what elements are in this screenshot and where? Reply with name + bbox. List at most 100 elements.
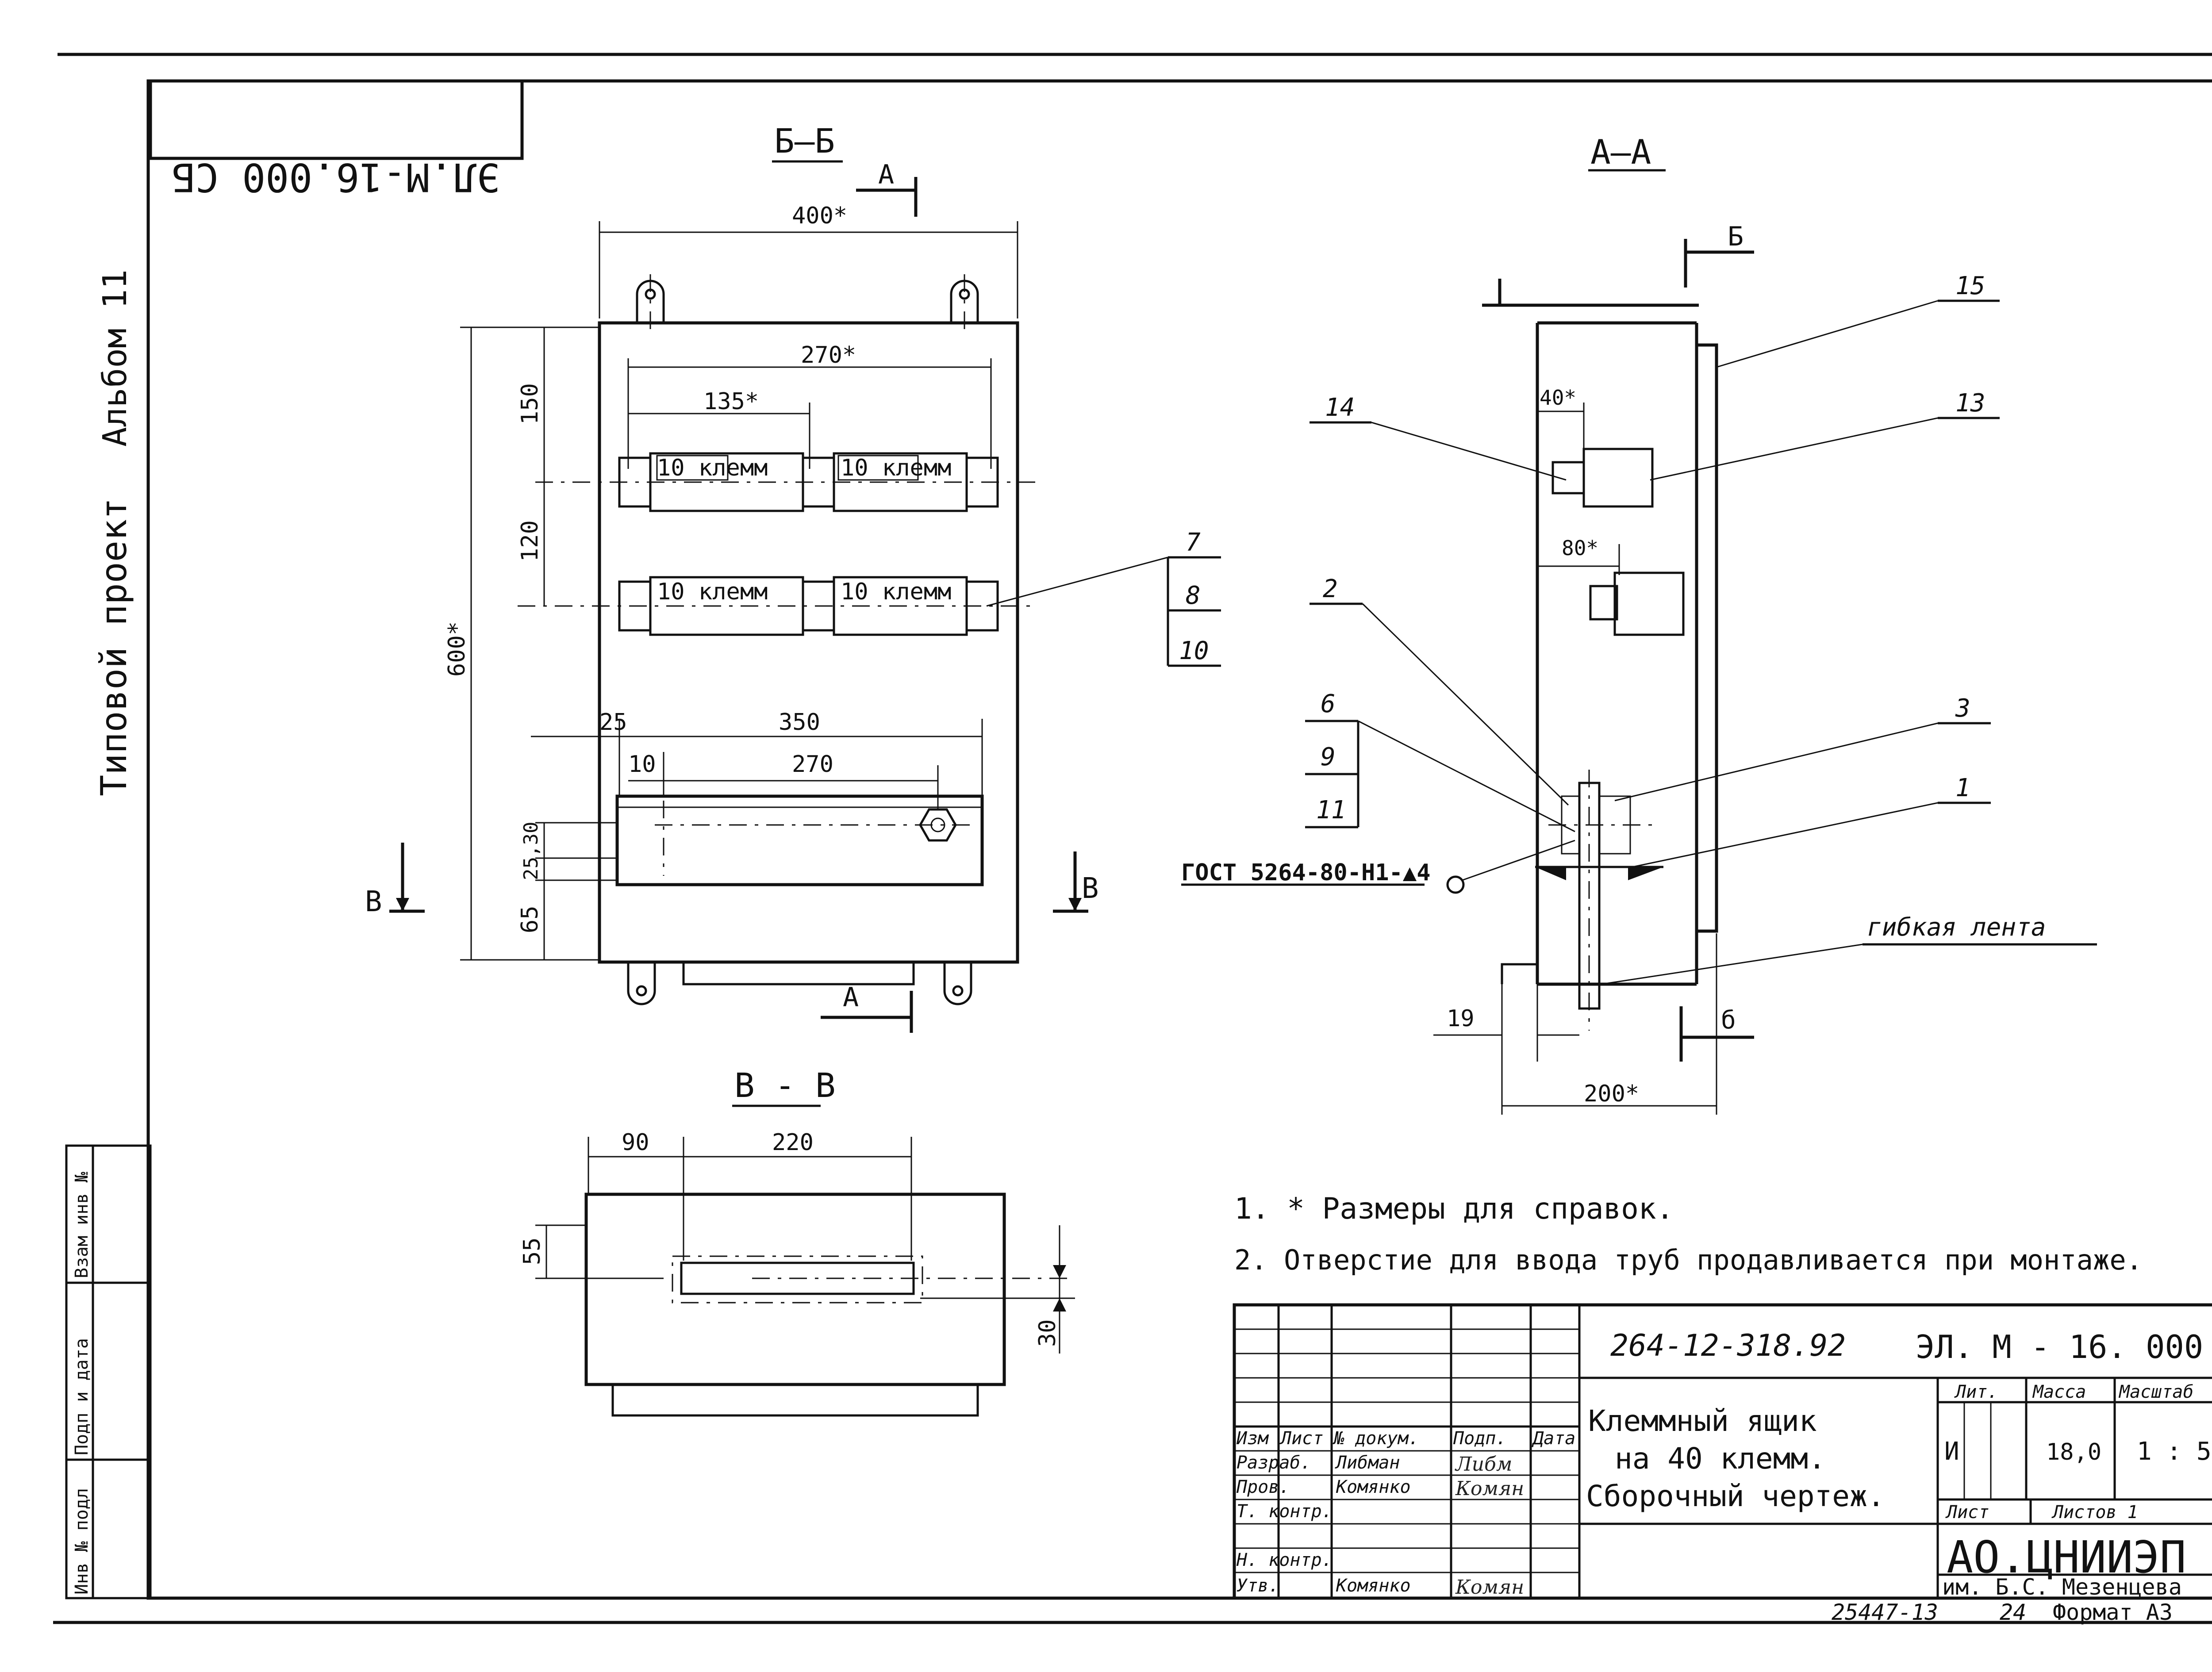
mass-value: 18,0 [2046,1439,2101,1465]
name-razrab: Либман [1335,1453,1400,1473]
dim-135-star: 135* [703,388,759,415]
notes: 1. * Размеры для справок. 2. Отверстие д… [1234,1192,2143,1276]
callout-7: 7 [1186,528,1201,557]
callout-stack-7-8-10: 7 8 10 [1167,528,1221,667]
dim-350: 350 [779,709,820,736]
section-b-bottom: б [1721,1006,1736,1035]
section-a-bottom: А [843,982,859,1013]
hdr-data: Дата [1532,1428,1575,1449]
dim-25-30: 25,30 [520,822,542,880]
terminal-label-2: 10 клемм [841,455,951,481]
title-block: 264-12-318.92 ЭЛ. М - 16. 000 СБ Изм Лис… [1233,1303,2212,1600]
callout-6: 6 [1321,690,1336,718]
callout-2: 2 [1323,575,1338,603]
role-prov: Пров. [1236,1477,1290,1497]
dim-19: 19 [1447,1005,1475,1032]
dim-120: 120 [517,520,543,562]
callout-11: 11 [1316,796,1346,824]
lit-value: И [1944,1437,1959,1466]
terminal-row-upper: 10 клемм 10 клемм [535,452,1035,512]
view-aa: А–А Б 40* 80* [1310,132,2097,1115]
section-b-top: Б [1728,221,1743,252]
footer-inv: 25447-13 [1832,1599,1938,1625]
scale-value: 1 : 5 [2137,1437,2212,1466]
sign-razrab: Либм [1455,1453,1512,1476]
view-vv-title: В - В [734,1066,836,1105]
footer-format: Формат А3 [2053,1599,2173,1625]
dim-150: 150 [517,383,543,425]
stamp-podp-data: Подп и дата [72,1338,92,1455]
sheet-frame: 23 [53,53,2212,1624]
stamp-inv-podl: Инв № подл [72,1488,92,1595]
hdr-izm: Изм [1236,1428,1269,1449]
left-stamp: Инв № подл Подп и дата Взам инв № [65,1144,152,1599]
footer-sheet: 24 [2000,1599,2026,1625]
dim-400: 400* [792,203,847,229]
dim-90: 90 [622,1129,649,1156]
dim-55: 55 [519,1237,545,1265]
code-right: ЭЛ. М - 16. 000 СБ [1916,1328,2212,1365]
callout-1: 1 [1955,774,1970,802]
footer: 25447-13 24 Формат А3 [1832,1599,2173,1625]
dim-30: 30 [1034,1319,1061,1347]
name-utv: Комянко [1336,1576,1411,1596]
side-title-album: Альбом 11 [96,269,134,447]
flex-tape-label: гибкая лента [1867,913,2046,942]
callout-3: 3 [1955,694,1970,723]
dim-10: 10 [628,751,656,778]
note-1: 1. * Размеры для справок. [1234,1192,1674,1226]
view-aa-title: А–А [1590,132,1651,172]
dim-220: 220 [772,1129,814,1156]
mass-label: Масса [2032,1382,2086,1402]
name-line-3: Сборочный чертеж. [1586,1479,1885,1513]
callout-9: 9 [1321,743,1336,771]
sheet-label: Лист [1945,1502,1989,1522]
callout-stack-6-9-11: 6 9 11 ГОСТ 5264-80-Н1-▲4 [1181,690,1575,894]
name-line-1: Клеммный ящик [1588,1404,1817,1438]
view-vv: В - В 90 220 55 30 [519,1066,1075,1417]
role-nkontr: Н. контр. [1236,1550,1333,1570]
view-bb: Б–Б А 400* 270* 135* [365,121,1168,1033]
dim-600: 600* [444,621,470,677]
hdr-podp: Подп. [1453,1428,1506,1449]
section-b-left: В [365,886,382,918]
dim-40: 40* [1540,386,1576,410]
dim-270-star: 270* [801,342,856,368]
callout-14: 14 [1325,393,1355,422]
callout-8: 8 [1186,581,1201,610]
lit-label: Лит. [1954,1382,1998,1402]
role-razrab: Разраб. [1237,1453,1311,1473]
code-left: 264-12-318.92 [1610,1328,1846,1363]
scale-label: Масштаб [2118,1382,2194,1402]
stamp-vzam-inv: Взам инв № [72,1172,92,1278]
dim-270: 270 [792,751,833,778]
sheets-label: Листов 1 [2051,1502,2138,1522]
terminal-label-3: 10 клемм [657,579,768,605]
section-b-right: В [1082,872,1099,905]
dim-25: 25 [599,709,627,736]
terminal-label-1: 10 клемм [657,455,768,481]
note-2: 2. Отверстие для ввода труб продавливает… [1234,1244,2143,1276]
view-bb-title: Б–Б [774,121,835,161]
sign-utv: Комян [1455,1576,1524,1599]
side-title: Типовой проект Альбом 11 [93,269,134,796]
dim-80: 80* [1562,536,1598,560]
gost-weld-note: ГОСТ 5264-80-Н1-▲4 [1181,859,1431,886]
section-a-top: А [878,159,894,190]
name-line-2: на 40 клемм. [1615,1442,1826,1476]
hdr-docum: № докум. [1333,1428,1419,1449]
role-utv: Утв. [1237,1576,1279,1596]
dim-65: 65 [517,905,543,933]
dim-200: 200* [1584,1081,1639,1107]
sign-prov: Комян [1455,1477,1524,1500]
callout-10: 10 [1179,637,1209,665]
side-title-project: Типовой проект [93,498,134,796]
terminal-row-lower: 10 клемм 10 клемм [518,576,1035,636]
callout-15: 15 [1955,272,1985,300]
callout-13: 13 [1955,389,1985,418]
terminal-label-4: 10 клемм [841,579,951,605]
name-prov: Комянко [1336,1477,1411,1497]
org-sub: им. Б.С. Мезенцева [1942,1574,2182,1600]
mirrored-doc-code: ЭЛ.М-16.000 СБ [172,154,500,200]
